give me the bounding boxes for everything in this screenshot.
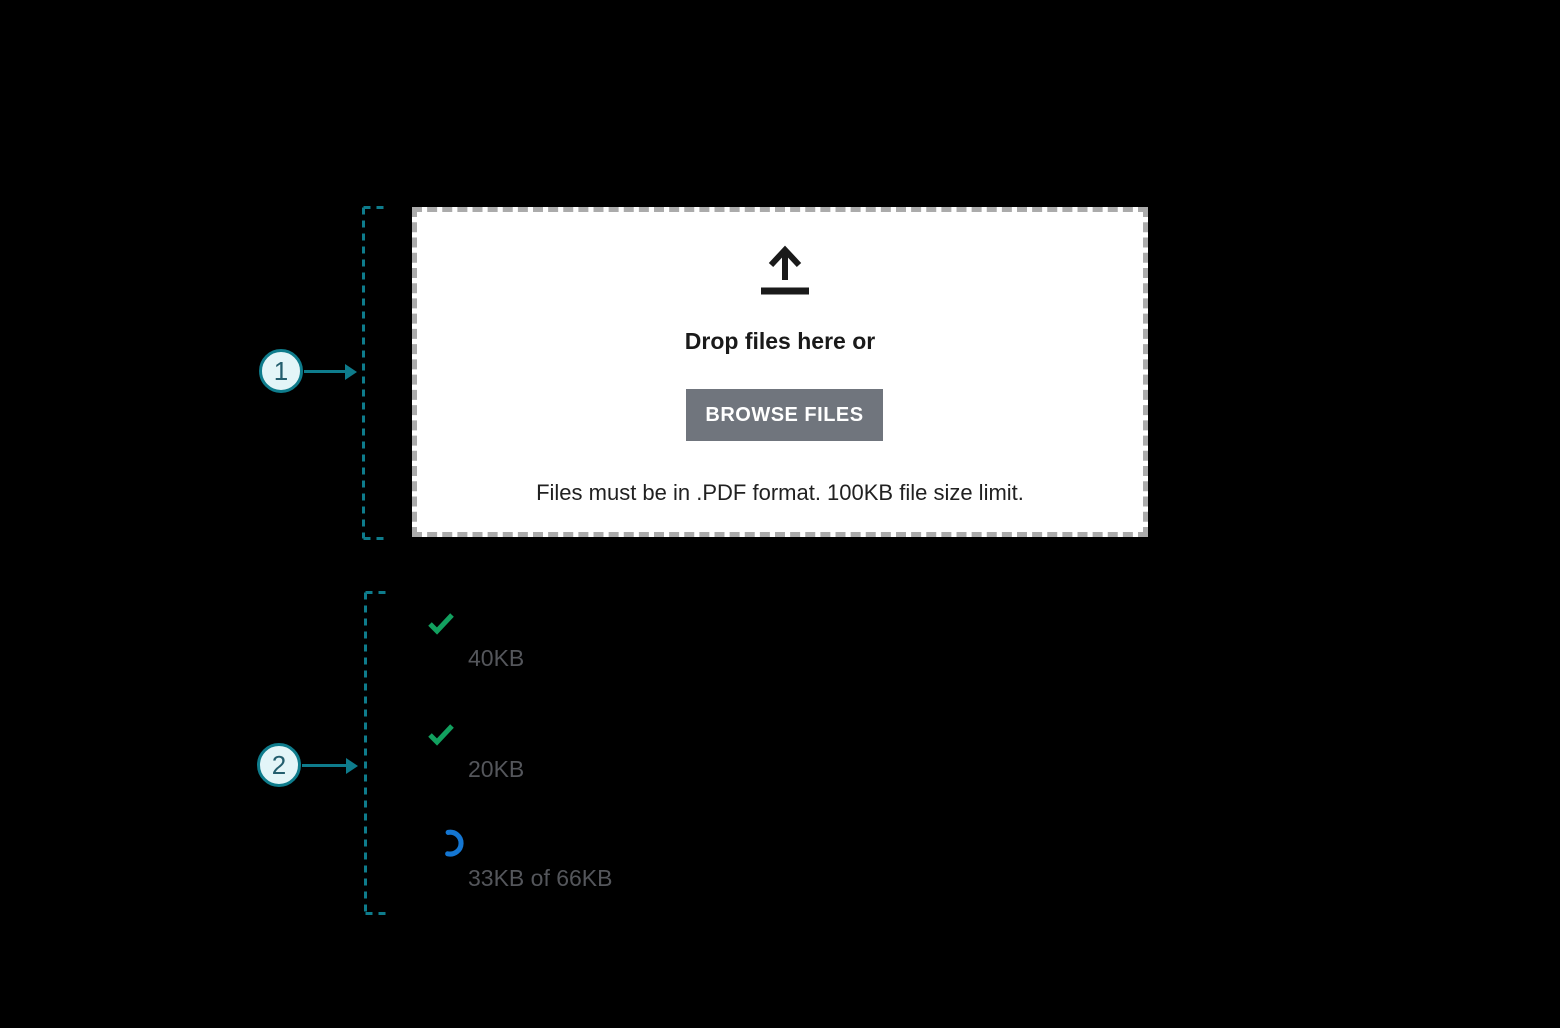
dropzone-helper-text: Files must be in .PDF format. 100KB file… <box>536 480 1024 505</box>
annotation-bracket-1 <box>362 206 384 540</box>
browse-files-button[interactable]: BROWSE FILES <box>686 389 883 441</box>
annotation-arrow-line <box>302 764 346 767</box>
annotation-arrow-line <box>304 370 346 373</box>
file-size-label: 40KB <box>468 645 525 671</box>
annotation-arrowhead-icon <box>346 757 358 774</box>
check-icon <box>428 613 454 635</box>
check-icon <box>428 724 454 746</box>
file-size-label: 20KB <box>468 756 525 782</box>
annotation-bracket-2 <box>364 591 386 915</box>
annotation-marker-2: 2 <box>257 743 301 787</box>
annotation-number: 2 <box>271 749 287 780</box>
dropzone-title: Drop files here or <box>684 328 876 354</box>
spinner-icon <box>445 829 464 857</box>
annotation-arrowhead-icon <box>345 363 357 380</box>
file-size-label: 33KB of 66KB <box>468 865 613 891</box>
upload-arrow-icon <box>761 245 809 295</box>
annotation-number: 1 <box>273 355 289 386</box>
file-dropzone[interactable]: Drop files here or BROWSE FILES Files mu… <box>412 207 1148 537</box>
annotation-marker-1: 1 <box>259 349 303 393</box>
